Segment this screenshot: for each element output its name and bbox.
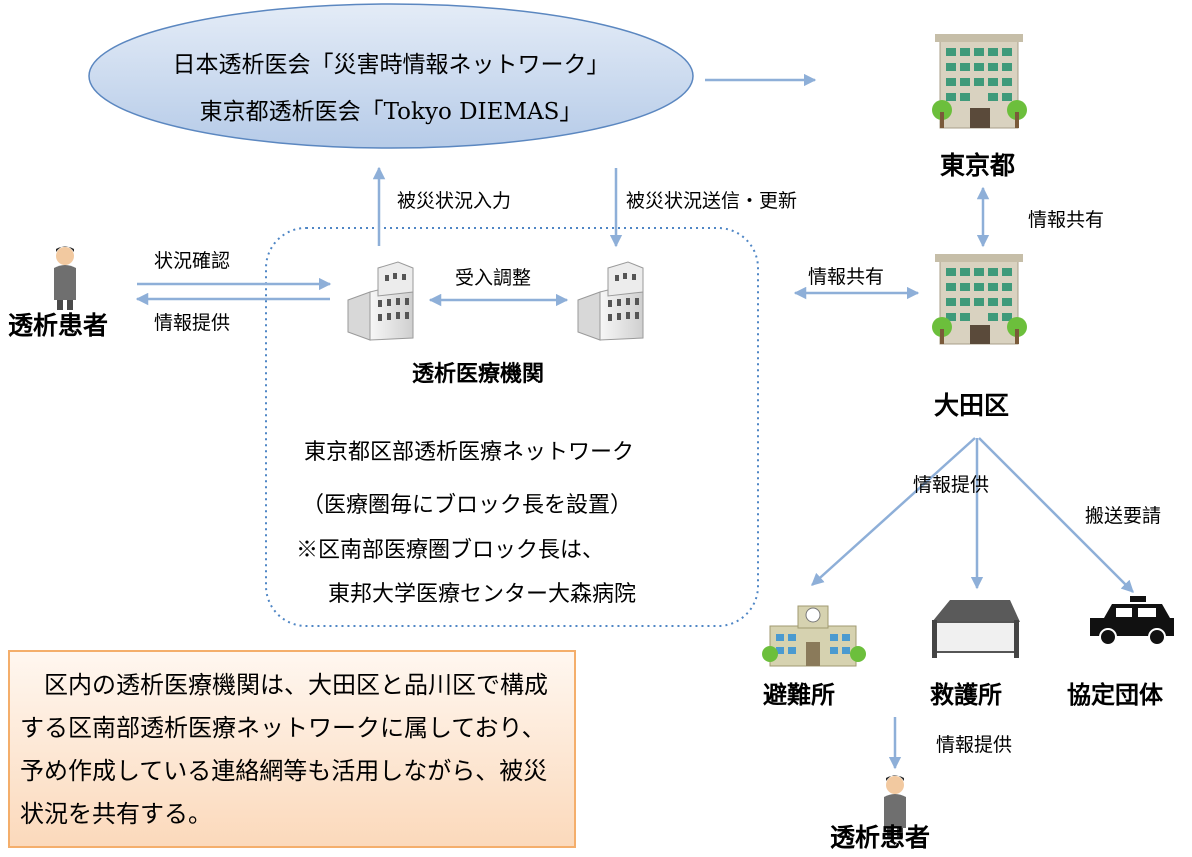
patient-bottom-label: 透析患者 — [830, 823, 931, 852]
arrow-ota-to-shelter — [811, 437, 976, 586]
damage-input-label: 被災状況入力 — [397, 190, 512, 212]
arrow-ota-to-partner — [978, 437, 1134, 593]
patient-left-person-icon — [54, 246, 76, 310]
network-title-line2: 東京都透析医会「Tokyo DIEMAS」 — [199, 99, 583, 125]
district-network-line3: ※区南部医療圏ブロック長は、 — [296, 538, 605, 563]
transport-request-label: 搬送要請 — [1085, 505, 1162, 527]
info-provide-patient-label: 情報提供 — [154, 312, 231, 334]
aid-station-tent-icon — [932, 600, 1020, 658]
tokyo-label: 東京都 — [940, 151, 1016, 180]
note-text: 区内の透析医療機関は、大田区と品川区で構成する区南部透析医療ネットワークに属して… — [20, 671, 548, 828]
note-box: 区内の透析医療機関は、大田区と品川区で構成する区南部透析医療ネットワークに属して… — [8, 650, 576, 848]
district-network-line2: （医療圏毎にブロック長を設置） — [302, 493, 633, 518]
clinic-building-icon-1 — [347, 261, 414, 341]
clinic-network-border — [265, 227, 759, 627]
ota-label: 大田区 — [934, 391, 1010, 420]
ota-building-icon — [932, 254, 1027, 345]
patient-bottom-person-icon — [884, 775, 906, 838]
partner-label: 協定団体 — [1067, 681, 1163, 709]
share-ota-clinic-label: 情報共有 — [808, 266, 885, 288]
patient-left-label: 透析患者 — [8, 311, 109, 340]
network-ellipse — [88, 3, 694, 149]
clinic-group-label: 透析医療機関 — [412, 362, 545, 387]
district-network-line4: 東邦大学医療センター大森病院 — [328, 582, 637, 607]
info-provide-ota-label: 情報提供 — [913, 474, 990, 496]
shelter-label: 避難所 — [763, 681, 835, 709]
status-check-label: 状況確認 — [154, 250, 231, 272]
shelter-school-icon — [762, 605, 866, 667]
district-network-line1: 東京都区部透析医療ネットワーク — [304, 440, 635, 465]
aid-station-label: 救護所 — [930, 681, 1002, 709]
info-provide-shelter-label: 情報提供 — [936, 734, 1013, 756]
acceptance-label: 受入調整 — [455, 267, 532, 289]
tokyo-building-icon — [932, 34, 1027, 129]
damage-send-label: 被災状況送信・更新 — [626, 190, 798, 212]
network-title-line1: 日本透析医会「災害時情報ネットワーク」 — [172, 52, 610, 78]
partner-taxi-icon — [1090, 596, 1174, 646]
share-tokyo-ota-label: 情報共有 — [1028, 209, 1105, 231]
clinic-building-icon-2 — [577, 261, 644, 341]
